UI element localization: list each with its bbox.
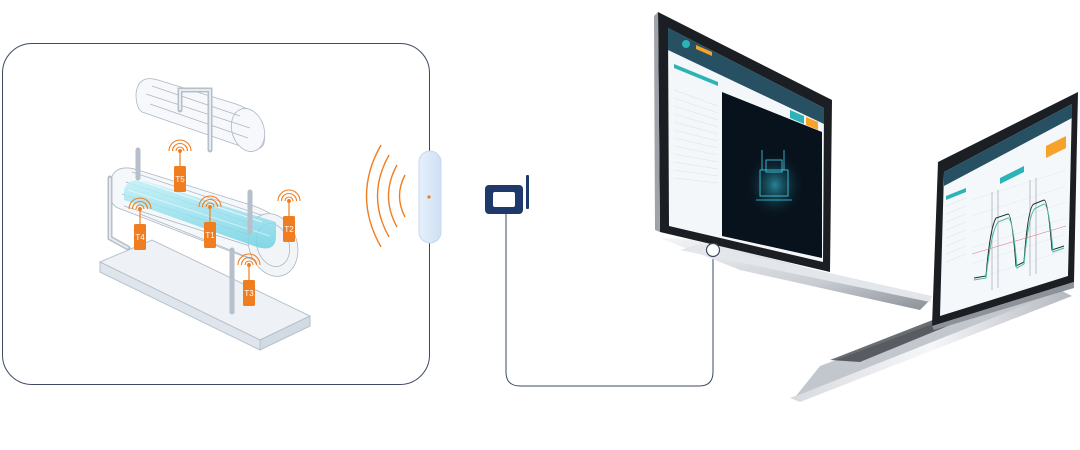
- signal-icon: [198, 195, 222, 209]
- sensor-t4: T4: [128, 197, 152, 250]
- laptop-front: [790, 92, 1078, 402]
- laptop-back: [654, 12, 932, 310]
- sensor-body: [204, 222, 216, 248]
- sensor-t1: T1: [198, 195, 222, 248]
- signal-icon: [128, 197, 152, 211]
- sensor-label: T5: [175, 175, 185, 184]
- sensor-t5: T5: [168, 139, 192, 192]
- wireless-gateway-icon: [485, 175, 529, 214]
- sensor-label: T2: [284, 225, 294, 234]
- sensor-label: T3: [244, 289, 254, 298]
- connection-line: [505, 214, 714, 387]
- sensor-body: [243, 280, 255, 306]
- sensor-t3: T3: [237, 253, 261, 306]
- sensor-t2: T2: [277, 189, 301, 242]
- signal-icon: [168, 139, 192, 153]
- sensor-body: [134, 224, 146, 250]
- connection-node: [705, 242, 721, 258]
- radio-waves-icon: [365, 144, 406, 248]
- signal-icon: [237, 253, 261, 267]
- boiler-illustration: [98, 78, 312, 351]
- sensor-label: T1: [205, 231, 215, 240]
- receiver-pad: [418, 150, 442, 244]
- sensor-body: [283, 216, 295, 242]
- sensor-label: T4: [135, 233, 145, 242]
- sensor-body: [174, 166, 186, 192]
- signal-icon: [277, 189, 301, 203]
